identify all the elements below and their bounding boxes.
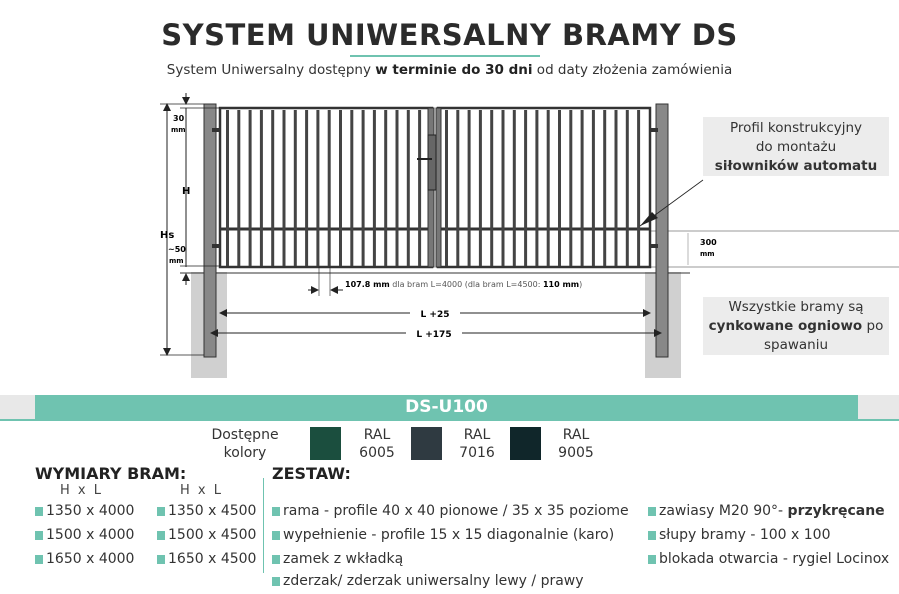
picket <box>637 110 641 266</box>
set-heading: ZESTAW: <box>272 464 351 483</box>
info-line: cynkowane ogniowo po <box>708 318 884 334</box>
column-divider <box>263 478 264 573</box>
dim-300-label: 300 <box>700 238 717 247</box>
banner-line <box>0 419 899 421</box>
picket <box>361 110 365 266</box>
subtitle-bold: w terminie do 30 dni <box>375 62 533 78</box>
picket <box>524 110 528 266</box>
picket <box>395 110 399 266</box>
picket <box>580 110 584 266</box>
dim-30-unit: mm <box>171 126 186 134</box>
post-right <box>655 103 669 358</box>
picket <box>305 110 309 266</box>
dim-50-label: ~50 <box>168 245 186 254</box>
set-item: wypełnienie - profile 15 x 15 diagonalni… <box>272 527 614 543</box>
col-header: H x L <box>60 483 103 498</box>
picket <box>372 110 376 266</box>
info-line: Wszystkie bramy są <box>728 299 864 315</box>
dim-l25-label: L +25 <box>421 310 450 320</box>
color-swatch-7016 <box>411 427 442 460</box>
picket <box>418 110 422 266</box>
col-header: H x L <box>180 483 223 498</box>
dimension-item: 1500 x 4000 <box>35 527 134 543</box>
picket-spacing-label: 107.8 mm dla bram L=4000 (dla bram L=450… <box>345 280 582 289</box>
picket <box>569 110 573 266</box>
picket <box>546 110 550 266</box>
set-item: rama - profile 40 x 40 pionowe / 35 x 35… <box>272 503 629 519</box>
picket <box>339 110 342 266</box>
gate-diagram: 30 mm H Hs ~50 mm 300 mm 107.8 mm dla br… <box>160 93 899 378</box>
dim-30-label: 30 <box>173 114 185 123</box>
model-banner: DS-U100 <box>35 395 858 420</box>
picket <box>603 110 607 266</box>
dim-l175-label: L +175 <box>416 330 451 340</box>
dim-300-unit: mm <box>700 250 715 258</box>
picket <box>478 110 482 266</box>
picket <box>406 110 410 266</box>
hinges <box>212 128 658 248</box>
color-swatch-6005 <box>310 427 341 460</box>
profile-info-box: Profil konstrukcyjny do montażu siłownik… <box>703 117 889 176</box>
picket <box>350 110 354 266</box>
picket <box>271 110 275 266</box>
dimension-item: 1650 x 4000 <box>35 551 134 567</box>
set-item: zamek z wkładką <box>272 551 403 567</box>
set-item: blokada otwarcia - rygiel Locinox <box>648 551 889 567</box>
info-line: Profil konstrukcyjny <box>729 120 863 136</box>
color-swatch-9005 <box>510 427 541 460</box>
picket <box>445 110 448 266</box>
page-title: SYSTEM UNIWERSALNY BRAMY DS <box>161 18 738 52</box>
picket <box>558 110 561 266</box>
dimension-item: 1350 x 4500 <box>157 503 256 519</box>
dimension-item: 1500 x 4500 <box>157 527 256 543</box>
picket <box>226 110 229 266</box>
picket <box>467 110 471 266</box>
dim-h-label: H <box>182 186 190 197</box>
picket <box>248 110 252 266</box>
dim-50-unit: mm <box>169 257 184 265</box>
subtitle: System Uniwersalny dostępny w terminie d… <box>0 62 899 78</box>
info-line: do montażu <box>755 139 837 155</box>
set-item: zawiasy M20 90°- przykręcane <box>648 503 885 519</box>
picket <box>327 110 331 266</box>
picket <box>293 110 297 266</box>
subtitle-text-end: od daty złożenia zamówienia <box>532 62 733 78</box>
galvanized-info-box: Wszystkie bramy są cynkowane ogniowo po … <box>703 297 889 355</box>
dimension-item: 1350 x 4000 <box>35 503 134 519</box>
info-line-bold: siłowników automatu <box>714 158 878 174</box>
set-item: zderzak/ zderzak uniwersalny lewy / praw… <box>272 573 584 589</box>
picket <box>591 110 595 266</box>
picket <box>237 110 241 266</box>
picket <box>384 110 388 266</box>
picket <box>456 110 460 266</box>
set-item: słupy bramy - 100 x 100 <box>648 527 831 543</box>
picket <box>501 110 505 266</box>
title-underline <box>350 55 540 57</box>
dimension-item: 1650 x 4500 <box>157 551 256 567</box>
picket <box>282 110 286 266</box>
picket <box>625 110 629 266</box>
picket <box>259 110 263 266</box>
picket <box>614 110 618 266</box>
lock-handle <box>417 134 437 191</box>
picket <box>512 110 516 266</box>
info-line: spawaniu <box>763 337 829 353</box>
pointer-arrow <box>640 212 658 226</box>
picket <box>316 110 320 266</box>
picket <box>535 110 539 266</box>
dim-hs-label: Hs <box>160 230 174 241</box>
subtitle-text: System Uniwersalny dostępny <box>166 62 376 78</box>
dimensions-heading: WYMIARY BRAM: <box>35 464 187 483</box>
post-left <box>203 103 217 358</box>
picket <box>490 110 494 266</box>
